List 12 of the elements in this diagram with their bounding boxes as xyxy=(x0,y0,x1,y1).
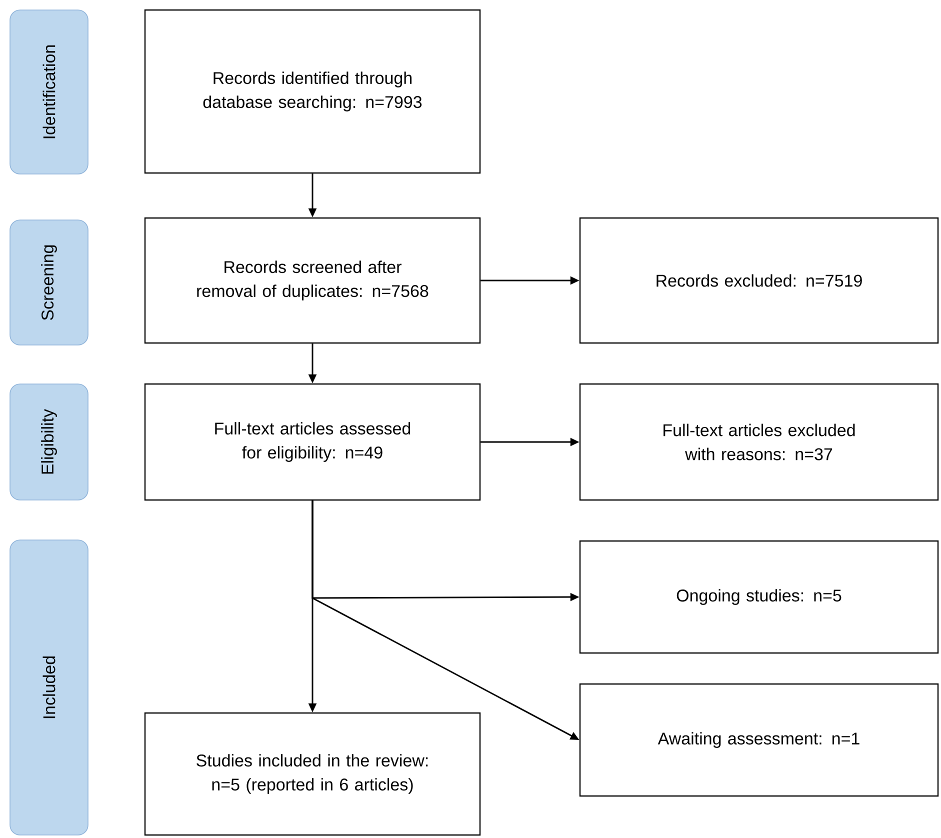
stage-label: Identification xyxy=(10,10,88,174)
process-box: Records screened after removal of duplicates: n=7568 xyxy=(144,217,481,344)
process-box: Records identified through database searching: n=7993 xyxy=(144,9,481,174)
stage-label: Screening xyxy=(10,220,88,346)
stage-label: Included xyxy=(10,540,88,836)
process-box: Awaiting assessment: n=1 xyxy=(579,683,939,797)
stage-label: Eligibility xyxy=(10,384,88,500)
process-box: Ongoing studies: n=5 xyxy=(579,540,939,654)
process-box: Studies included in the review: n=5 (reported in 6 articles) xyxy=(144,712,481,836)
process-box: Records excluded: n=7519 xyxy=(579,217,939,344)
process-box: Full-text articles assessed for eligibility: n=49 xyxy=(144,383,481,501)
process-box: Full-text articles excluded with reasons: n=37 xyxy=(579,383,939,501)
